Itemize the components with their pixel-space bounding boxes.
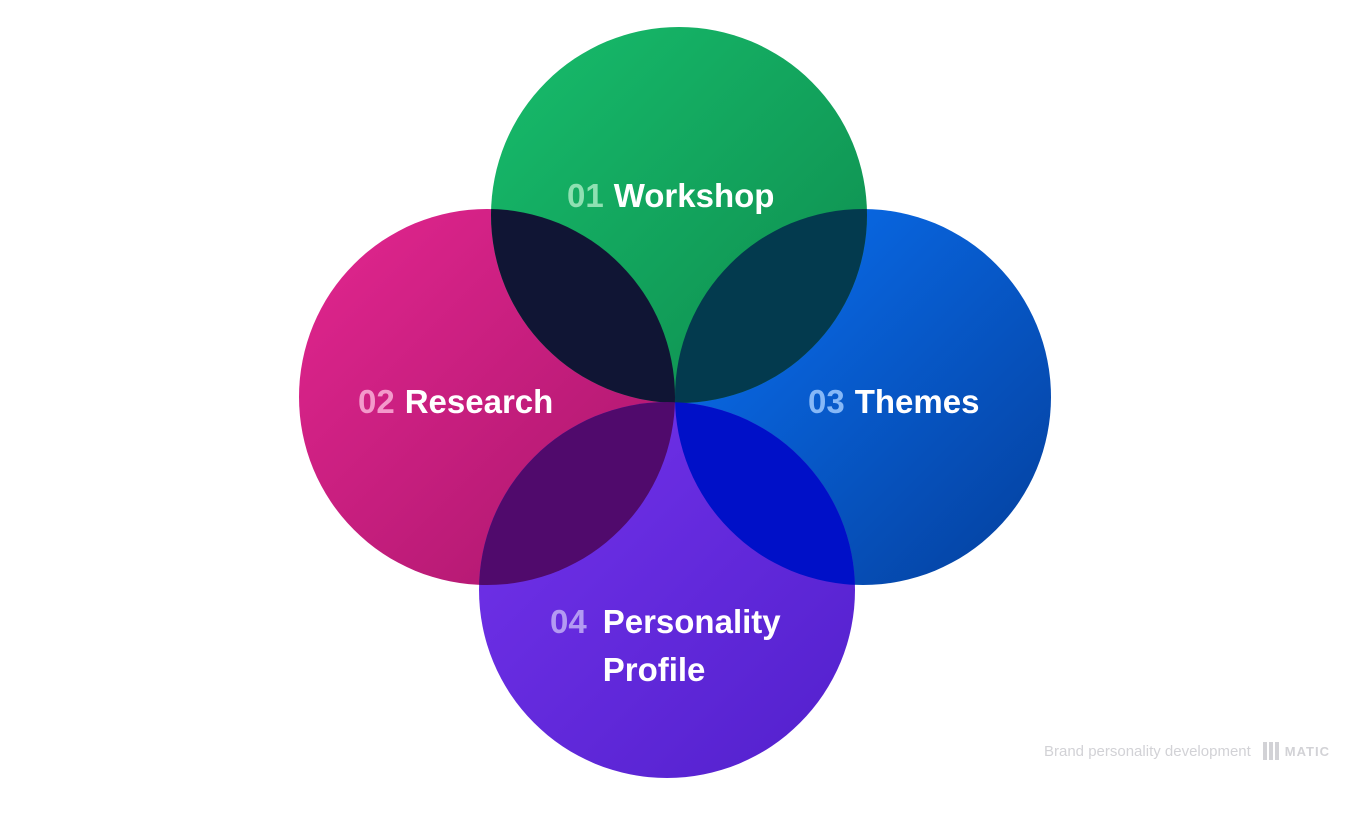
step-title: Workshop [613, 177, 775, 214]
step-title-line2: Profile [602, 651, 706, 688]
footer-caption: Brand personality development [1044, 742, 1251, 760]
brand-name: MATIC [1284, 743, 1330, 759]
overlap-workshop-research [491, 209, 675, 403]
overlap-research-profile [479, 402, 675, 585]
step-number: 02 [358, 383, 395, 420]
step-number: 03 [808, 383, 845, 420]
brand-mark-icon [1262, 742, 1279, 760]
overlap-themes-profile [675, 402, 855, 585]
step-number: 01 [567, 177, 604, 214]
step-title: Research [404, 383, 554, 420]
step-number: 04 [550, 603, 587, 640]
footer: Brand personality development MATIC [1044, 742, 1330, 760]
step-title: Themes [854, 383, 980, 420]
step-profile-label: 04 Personality Profile [550, 598, 781, 694]
step-title-line1: Personality [602, 603, 781, 640]
brand-logo: MATIC [1262, 742, 1330, 760]
